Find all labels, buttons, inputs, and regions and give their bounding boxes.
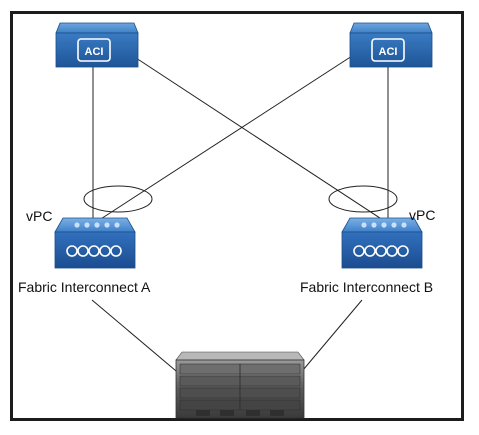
link-fi-a-to-chassis: [91, 299, 183, 377]
link-fi-b-to-chassis: [297, 299, 363, 377]
aci-switch-icon: ACI: [55, 22, 139, 68]
fabric-interconnect-icon: [341, 217, 423, 269]
link-spine-a-to-fi-b: [132, 55, 390, 225]
diagram-frame: [10, 11, 464, 421]
vpc-label-a: vPC: [26, 208, 53, 224]
fabric-interconnect-a-label: Fabric Interconnect A: [18, 279, 151, 295]
fabric-interconnect-icon: [54, 217, 136, 269]
aci-label-b: ACI: [379, 46, 398, 58]
blade-chassis-icon: [175, 351, 305, 419]
vpc-ellipse-b: [328, 185, 398, 213]
connection-lines: [91, 55, 390, 377]
link-spine-b-to-fi-a: [92, 55, 353, 225]
aci-switch-icon: ACI: [349, 22, 433, 68]
vpc-ellipse-a: [83, 185, 153, 213]
fabric-interconnect-b-label: Fabric Interconnect B: [300, 279, 434, 295]
aci-label-a: ACI: [85, 46, 104, 58]
vpc-label-b: vPC: [409, 207, 436, 223]
